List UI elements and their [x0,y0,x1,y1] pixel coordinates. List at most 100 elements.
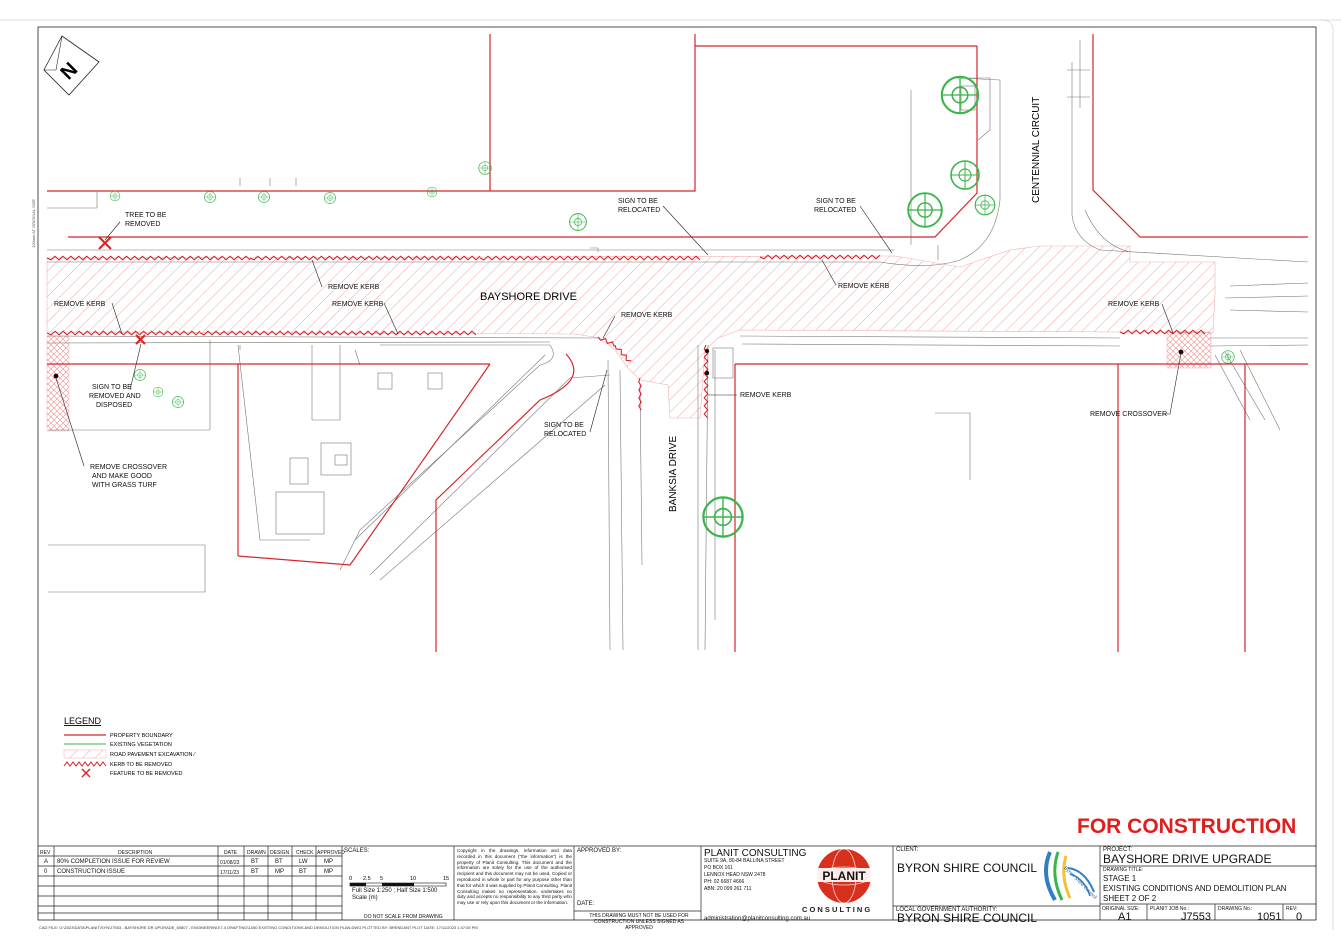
consultant-address-3: LENNOX HEAD NSW 2478 [704,872,766,878]
scale-line-2: Scale (m) [352,895,378,901]
rev-header-description: DESCRIPTION [118,850,153,856]
svg-text:SIGN TO BE: SIGN TO BE [618,198,658,205]
sign-removal-cross [135,334,146,345]
rev-row-1-drawn: BT [251,859,259,865]
scale-tick-4: 15 [443,876,449,882]
rev-header-drawn: DRAWN [247,850,266,856]
kerb-removal-segment [46,255,251,261]
property-boundaries [47,34,1308,652]
rev-header-design: DESIGN [270,850,290,856]
do-not-scale-note: DO NOT SCALE FROM DRAWING [364,914,443,920]
svg-text:DISPOSED: DISPOSED [96,402,132,409]
centennial-circuit-label: CENTENNIAL CIRCUIT [1031,97,1042,203]
rev-header-date: DATE [224,850,237,856]
annotation-crossover-turf-3: WITH GRASS TURF [92,482,157,489]
svg-text:RELOCATED: RELOCATED [544,431,586,438]
legend-item-feature: FEATURE TO BE REMOVED [110,771,182,777]
annotation-remove-kerb-2: REMOVE KERB [54,301,106,308]
rev-row-2-rev: 0 [44,869,48,875]
rev-row-1-description: 80% COMPLETION ISSUE FOR REVIEW [57,859,170,865]
annotation-crossover-turf-2: AND MAKE GOOD [92,473,152,480]
revision-label: REV: [1286,906,1298,912]
client-label: CLIENT: [896,847,919,853]
job-number-value: J7553 [1181,911,1211,923]
drawing-title-line-2: EXISTING CONDITIONS AND DEMOLITION PLAN [1103,884,1287,893]
svg-text:WITH GRASS TURF: WITH GRASS TURF [92,482,157,489]
planit-logo-subtext: C O N S U L T I N G [802,905,870,914]
original-size-value: A1 [1118,911,1132,923]
annotation-sign-reloc-b1: SIGN TO BE [816,198,856,205]
kerb-removal-segment [199,330,477,336]
annotation-remove-kerb-3: REMOVE KERB [332,301,384,308]
rev-row-1-approved: MP [324,859,333,865]
annotation-leaders [55,205,1182,467]
legend: LEGEND PROPERTY BOUNDARY EXISTING VEGETA… [63,716,196,778]
annotation-sign-reloc-b2: RELOCATED [814,207,856,214]
rev-header-check: CHECK [296,850,314,856]
legend-title: LEGEND [64,716,102,726]
project-name: BAYSHORE DRIVE UPGRADE [1103,852,1272,866]
svg-text:SIGN TO BE: SIGN TO BE [92,384,132,391]
project-label: PROJECT: [1103,847,1133,853]
legend-item-boundary: PROPERTY BOUNDARY [110,733,173,739]
original-size-label: ORIGINAL SIZE: [1102,906,1140,912]
annotation-tree-1: TREE TO BE [125,212,167,219]
banksia-drive-label: BANKSIA DRIVE [668,436,679,512]
rev-row-2-date: 17/11/23 [220,870,240,876]
legend-item-kerb: KERB TO BE REMOVED [110,762,172,768]
kerb-removal-segment [614,344,632,362]
lga-name: BYRON SHIRE COUNCIL [897,911,1038,925]
rev-row-2-check: BT [299,869,307,875]
kerb-removal [46,254,1206,419]
annotation-sign-reloc-c2: RELOCATED [544,431,586,438]
rev-row-1-check: LW [299,859,308,865]
drawing-title-line-1: STAGE 1 [1103,874,1137,883]
scale-tick-3: 10 [410,876,416,882]
scale-tick-0: 0 [349,876,352,882]
kerb-removal-segment [703,344,709,419]
road-excavation-area [46,245,1216,432]
svg-text:REMOVED AND: REMOVED AND [89,393,141,400]
consultant-address-1: SUITE 9A, 80-84 BALLINA STREET [704,858,785,864]
annotation-crossover-turf-1: REMOVE CROSSOVER [90,464,167,471]
job-number-label: PLANIT JOB No.: [1150,906,1190,912]
annotation-sign-reloc-a2: RELOCATED [618,207,660,214]
date-label: DATE: [577,901,595,907]
construction-approval-note: THIS DRAWING MUST NOT BE USED FOR CONSTR… [589,913,689,931]
drawing-title-line-3: SHEET 2 OF 2 [1103,894,1157,903]
kerb-removal-segment [249,255,481,261]
kerb-removal-segment [759,254,881,260]
byron-council-logo [1044,851,1095,902]
annotation-tree-2: REMOVED [125,221,160,228]
scale-tick-1: 2.5 [363,876,371,882]
svg-text:REMOVED: REMOVED [125,221,160,228]
status-stamp: FOR CONSTRUCTION [1077,815,1297,838]
kerb-removal-segment [479,255,701,261]
cad-file-path: CAD FILE: G:\2023\DATA\PLANIT\SYN\J7553 … [39,925,478,930]
approved-by-label: APPROVED BY: [577,848,622,854]
rev-row-2-approved: MP [324,869,333,875]
legend-item-vegetation: EXISTING VEGETATION [110,742,172,748]
rev-header-approved: APPROVED [317,850,345,856]
consultant-email[interactable]: administration@planitconsulting.com.au [704,916,811,922]
consultant-abn: ABN: 20 099 261 711 [704,886,752,892]
bayshore-drive-label: BAYSHORE DRIVE [480,291,577,303]
drawing-title-label: DRAWING TITLE: [1103,867,1144,873]
client-name: BYRON SHIRE COUNCIL [897,861,1038,875]
svg-text:AND MAKE GOOD: AND MAKE GOOD [92,473,152,480]
crossover-hatch-right [1166,331,1212,369]
annotation-remove-kerb-7: REMOVE KERB [740,392,792,399]
kerb-removal-segment [46,330,201,336]
kerb-removal-segment [1119,329,1206,335]
kerb-removal-segment [638,377,642,411]
consultant-phone: PH: 02 6687 4666 [704,879,745,885]
svg-text:RELOCATED: RELOCATED [814,207,856,214]
rev-row-1-rev: A [44,859,49,865]
annotation-sign-removed-3: DISPOSED [96,402,132,409]
annotation-sign-reloc-a1: SIGN TO BE [618,198,658,205]
scale-tick-2: 5 [380,876,383,882]
drawing-number-value: 1051 [1257,911,1282,923]
side-scale-note: 100mm AT ORIGINAL SIZE [31,199,36,248]
